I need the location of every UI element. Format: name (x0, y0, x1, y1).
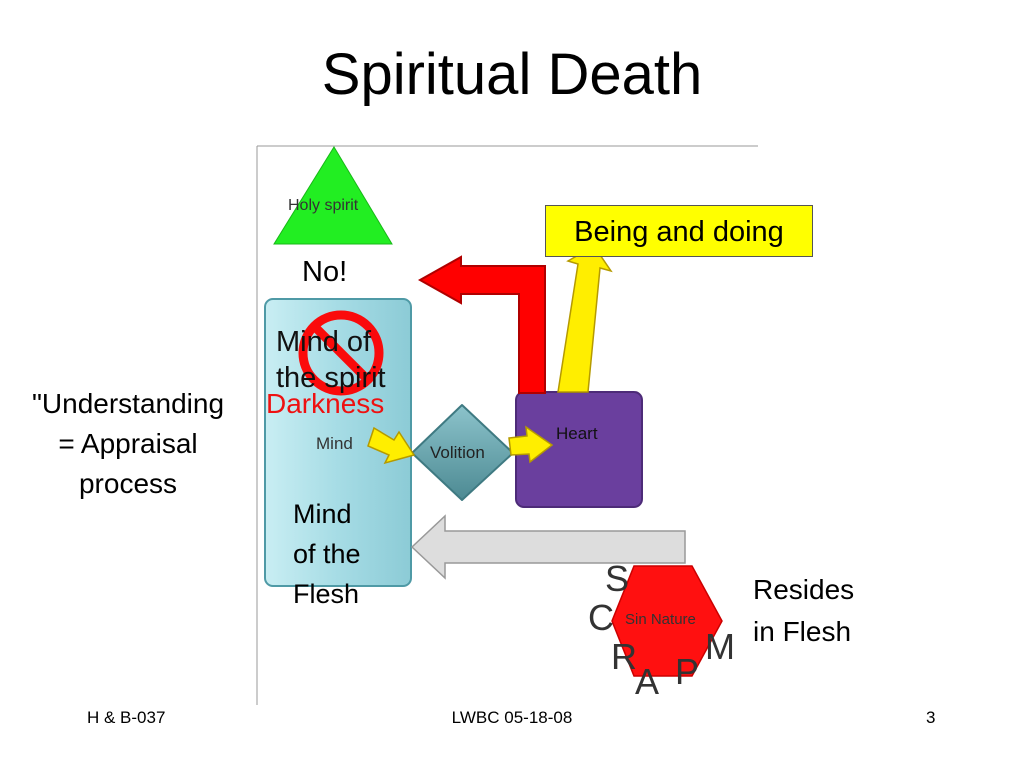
slide-title: Spiritual Death (321, 42, 703, 107)
footer-center: LWBC 05-18-08 (451, 708, 573, 727)
volition-diamond (411, 404, 514, 501)
understanding-line2: = Appraisal (58, 428, 198, 459)
footer-page-number: 3 (926, 708, 936, 727)
letter-r: R (611, 636, 637, 677)
yellow-up-arrow (557, 245, 613, 393)
mind-of-flesh-line1: Mind (293, 499, 352, 529)
volition-to-heart-arrow (508, 425, 554, 464)
mind-label: Mind (316, 434, 353, 453)
letter-m: M (705, 626, 735, 667)
red-rejection-arrow (417, 255, 546, 394)
resides-line2: in Flesh (753, 616, 852, 647)
prohibition-sign (298, 310, 384, 396)
mind-of-flesh-line3: Flesh (293, 579, 360, 609)
flesh-return-arrow (410, 514, 686, 580)
heart-label: Heart (556, 424, 598, 443)
mind-to-volition-arrow (367, 426, 416, 465)
understanding-line3: process (78, 468, 178, 499)
being-and-doing-box: Being and doing (545, 205, 813, 257)
letter-c: C (588, 597, 614, 638)
mind-of-flesh-line2: of the (293, 539, 361, 569)
footer-left: H & B-037 (87, 708, 166, 727)
understanding-line1: "Understanding (31, 388, 225, 419)
volition-label: Volition (430, 443, 485, 462)
mind-of-spirit-line1: Mind of (276, 326, 372, 358)
letter-p: P (675, 651, 700, 692)
holy-spirit-label: Holy spirit (288, 197, 359, 214)
sin-nature-label: Sin Nature (625, 611, 696, 628)
mind-of-spirit-line2: the spirit (276, 362, 386, 394)
darkness-label: Darkness (266, 388, 385, 419)
holy-spirit-triangle (273, 146, 393, 245)
letter-a: A (635, 661, 660, 702)
resides-line1: Resides (753, 574, 855, 605)
no-label: No! (302, 256, 348, 288)
sin-nature-hexagon (611, 565, 723, 677)
letter-s: S (605, 558, 630, 599)
